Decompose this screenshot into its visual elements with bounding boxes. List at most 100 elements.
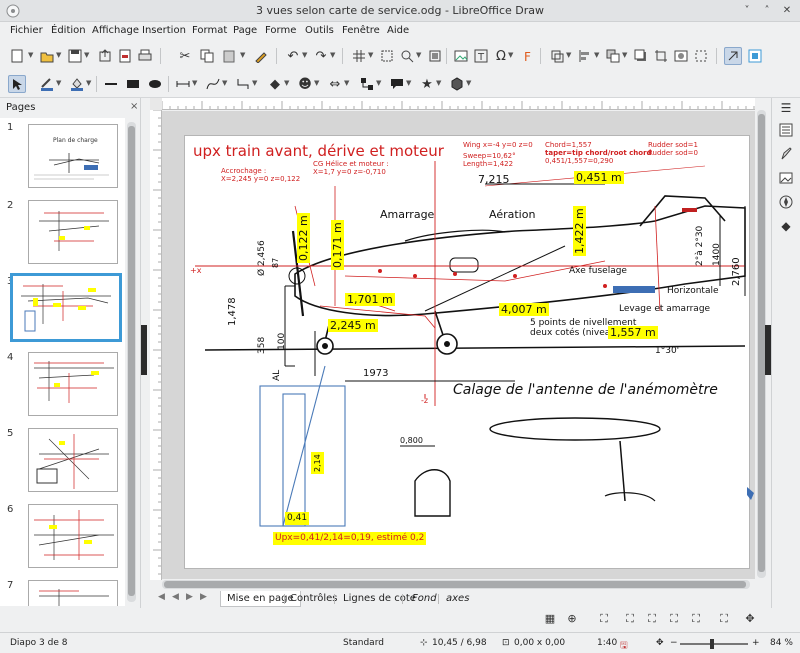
zoom-page-icon[interactable]: ⛶ [648, 612, 656, 625]
transform-icon[interactable] [548, 47, 566, 65]
scale-factor[interactable]: 1:40 [597, 638, 618, 648]
chevron-down-icon[interactable]: ▼ [86, 79, 92, 87]
ellipse-icon[interactable] [146, 75, 164, 93]
line-color-icon[interactable] [38, 75, 56, 93]
special-char-icon[interactable]: Ω [496, 48, 506, 64]
chevron-down-icon[interactable]: ▼ [84, 51, 90, 59]
horizontal-ruler[interactable] [162, 98, 755, 110]
fit-slide-icon[interactable]: ✥ [656, 638, 664, 648]
pages-scrollbar[interactable] [127, 122, 136, 602]
grid-icon[interactable] [350, 47, 368, 65]
canvas-vertical-scrollbar[interactable] [757, 110, 766, 578]
properties-icon[interactable] [778, 122, 794, 138]
fontwork-icon[interactable]: F [520, 47, 538, 65]
menu-fenetre[interactable]: Fenêtre [342, 25, 380, 36]
slide-thumbnail-1[interactable]: Plan de charge [28, 124, 118, 188]
redo-icon[interactable]: ↷ [315, 48, 327, 64]
image-icon[interactable] [452, 47, 470, 65]
paste-icon[interactable] [220, 47, 238, 65]
chevron-down-icon[interactable]: ▼ [622, 51, 628, 59]
menu-format[interactable]: Format [192, 25, 228, 36]
chevron-down-icon[interactable]: ▼ [240, 51, 246, 59]
toggle-extrusion-icon[interactable] [724, 47, 742, 65]
chevron-down-icon[interactable]: ▼ [192, 79, 198, 87]
undo-icon[interactable]: ↶ [287, 48, 299, 64]
chevron-down-icon[interactable]: ▼ [416, 51, 422, 59]
chevron-down-icon[interactable]: ▼ [466, 79, 472, 87]
tab-fond[interactable]: Fond [412, 593, 437, 604]
menu-affichage[interactable]: Affichage [92, 25, 139, 36]
slide-thumbnail-7[interactable] [28, 580, 118, 606]
textbox-icon[interactable]: T [472, 47, 490, 65]
new-icon[interactable] [8, 47, 26, 65]
crop-icon[interactable] [652, 47, 670, 65]
export-icon[interactable] [96, 47, 114, 65]
select-icon[interactable] [8, 75, 26, 93]
zoom-selection-icon[interactable]: ⛶ [692, 612, 700, 625]
chevron-down-icon[interactable]: ▼ [56, 51, 62, 59]
tab-mise-en-page[interactable]: Mise en page [220, 591, 301, 607]
zoom-width-icon[interactable]: ⛶ [670, 612, 678, 625]
slide-thumbnail-6[interactable] [28, 504, 118, 568]
shapes-icon[interactable]: ◆ [781, 219, 791, 233]
tab-lignes-de-cote[interactable]: Lignes de cote [343, 593, 416, 604]
open-icon[interactable] [38, 47, 56, 65]
gallery-icon[interactable] [778, 170, 794, 186]
chevron-down-icon[interactable]: ▼ [222, 79, 228, 87]
collapse-right-handle[interactable] [765, 325, 771, 375]
zoom-in-icon[interactable]: ⊕ [567, 612, 577, 625]
select-frame-icon[interactable]: ⛶ [600, 612, 608, 625]
close-icon[interactable]: × [130, 101, 139, 112]
chevron-down-icon[interactable]: ▼ [28, 51, 34, 59]
zoom-slider[interactable] [680, 643, 748, 645]
slide-page[interactable]: upx train avant, dérive et moteur Accroc… [184, 135, 750, 569]
chevron-down-icon[interactable]: ▼ [508, 51, 514, 59]
slide-thumbnail-3[interactable] [10, 273, 122, 342]
chevron-down-icon[interactable]: ▼ [368, 51, 374, 59]
maximize-button[interactable]: ˄ [764, 5, 770, 16]
app-icon[interactable] [6, 4, 20, 18]
zoom-icon[interactable] [398, 47, 416, 65]
menu-edition[interactable]: Édition [51, 25, 86, 36]
callouts-icon[interactable] [388, 75, 406, 93]
menu-aide[interactable]: Aide [387, 25, 410, 36]
zoom-level[interactable]: 84 % [770, 638, 793, 648]
canvas-horizontal-scrollbar[interactable] [162, 580, 750, 589]
export-pdf-icon[interactable] [116, 47, 134, 65]
chevron-down-icon[interactable]: ▼ [330, 51, 336, 59]
cut-icon[interactable]: ✂ [179, 48, 191, 64]
fill-color-icon[interactable] [68, 75, 86, 93]
zoom-out-button[interactable]: − [670, 638, 678, 648]
zoom-in-button[interactable]: + [752, 638, 760, 648]
arrange-icon[interactable] [604, 47, 622, 65]
pan-icon[interactable]: ⛶ [720, 612, 728, 625]
tab-axes[interactable]: axes [446, 593, 470, 604]
connectors-icon[interactable] [234, 75, 252, 93]
drawing-canvas[interactable]: upx train avant, dérive et moteur Accroc… [162, 111, 755, 579]
chevron-down-icon[interactable]: ▼ [566, 51, 572, 59]
align-icon[interactable] [576, 47, 594, 65]
clone-icon[interactable] [252, 47, 270, 65]
vertical-ruler[interactable] [150, 110, 162, 580]
document-modified-icon[interactable]: 🖫 [620, 641, 628, 651]
show-draw-functions-icon[interactable] [746, 47, 764, 65]
3d-objects-icon[interactable] [448, 75, 466, 93]
prev-tab-icon[interactable]: ◀ [172, 592, 179, 602]
menu-fichier[interactable]: Fichier [10, 25, 43, 36]
helplines-icon[interactable] [378, 47, 396, 65]
slide-thumbnail-5[interactable] [28, 428, 118, 492]
menu-forme[interactable]: Forme [265, 25, 297, 36]
line-icon[interactable] [102, 75, 120, 93]
chevron-down-icon[interactable]: ▼ [344, 79, 350, 87]
fit-page-icon[interactable] [426, 47, 444, 65]
zoom-out-frame-icon[interactable]: ⛶ [626, 612, 634, 625]
menu-page[interactable]: Page [233, 25, 258, 36]
slide-thumbnail-4[interactable] [28, 352, 118, 416]
menu-outils[interactable]: Outils [305, 25, 334, 36]
chevron-down-icon[interactable]: ▼ [436, 79, 442, 87]
chevron-down-icon[interactable]: ▼ [406, 79, 412, 87]
sidebar-menu-icon[interactable]: ☰ [780, 101, 792, 115]
save-icon[interactable] [66, 47, 84, 65]
chevron-down-icon[interactable]: ▼ [302, 51, 308, 59]
chevron-down-icon[interactable]: ▼ [594, 51, 600, 59]
